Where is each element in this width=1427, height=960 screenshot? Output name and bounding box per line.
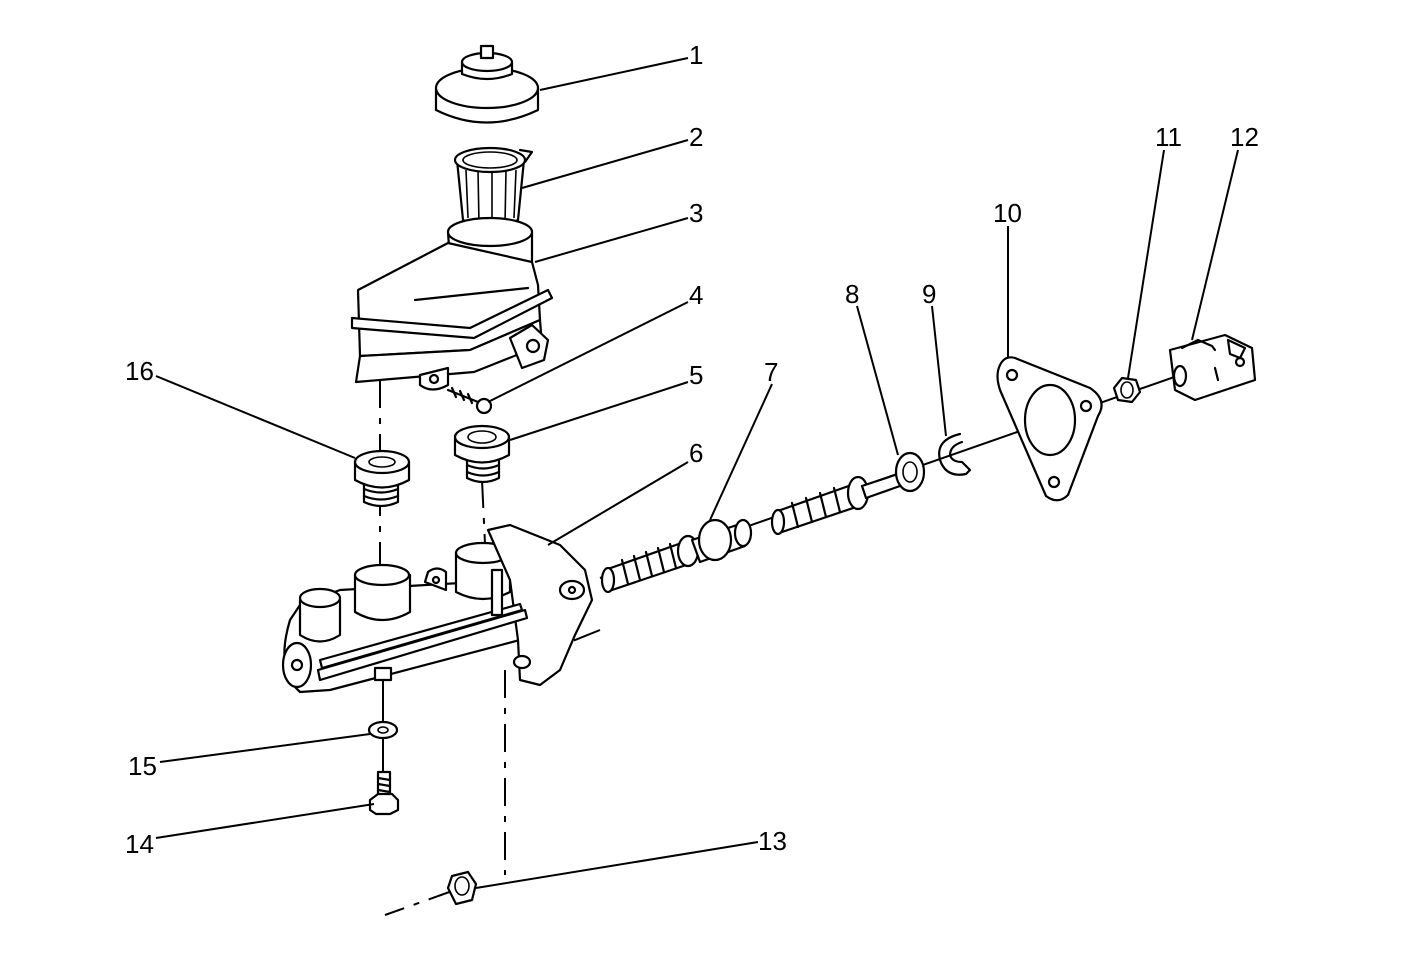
strainer-part [453,146,534,228]
callout-3: 3 [689,198,703,228]
callout-15: 15 [128,751,157,781]
callout-1: 1 [689,40,703,70]
leader-lines [155,57,1239,889]
gasket-part [996,356,1103,502]
cylinder-body-part [281,523,594,694]
callout-11: 11 [1155,122,1182,152]
clevis-part [1168,333,1257,402]
nut-part [1112,376,1142,404]
grommet-left-part [353,449,411,508]
cap-part [434,44,540,124]
callout-7: 7 [764,357,778,387]
snap-ring-part [938,432,972,476]
callout-4: 4 [689,280,703,310]
primary-piston-part [770,451,926,536]
callout-5: 5 [689,360,703,390]
reservoir-part [350,216,554,391]
bolt-part [368,770,400,816]
callout-14: 14 [125,829,154,859]
screw-part [446,386,493,415]
callout-2: 2 [689,122,703,152]
washer-part [367,720,399,740]
callout-12: 12 [1230,122,1259,152]
callout-6: 6 [689,438,703,468]
callout-13: 13 [758,826,787,856]
secondary-piston-part [600,518,753,594]
callout-labels: 1 2 3 4 5 6 7 8 9 10 11 12 13 14 15 16 [125,40,1259,859]
callout-9: 9 [922,279,936,309]
callout-8: 8 [845,279,859,309]
callout-10: 10 [993,198,1022,228]
mounting-nut-part [446,870,478,906]
grommet-right-part [453,424,511,484]
callout-16: 16 [125,356,154,386]
